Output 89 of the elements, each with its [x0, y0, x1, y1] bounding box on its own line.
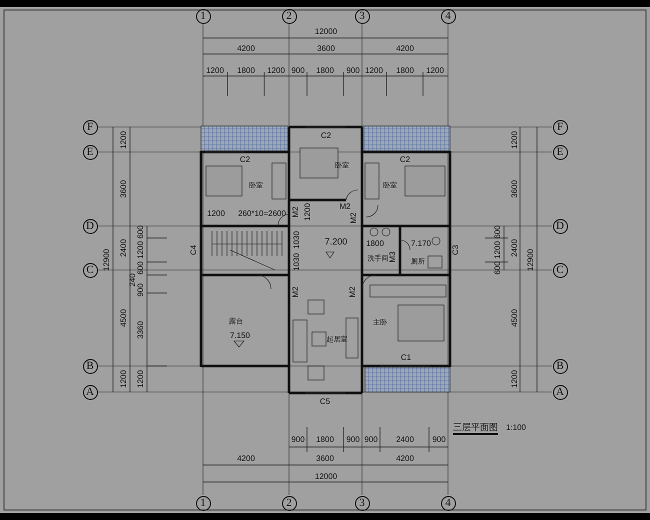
axis-bubble: B	[552, 358, 568, 374]
window-tag: C4	[190, 244, 198, 256]
dimension-text: 600	[137, 261, 145, 275]
scale-text: 1:100	[506, 424, 526, 432]
dimension-text: 3360	[137, 321, 145, 339]
axis-bubble: 2	[282, 496, 296, 510]
axis-bubble: 4	[440, 8, 456, 24]
dimension-text: 12000	[314, 473, 338, 481]
dimension-text: 1200	[267, 67, 285, 75]
dimension-text: 1200	[137, 370, 145, 388]
axis-bubble: C	[82, 262, 98, 278]
dimension-text: 1030	[293, 231, 301, 249]
dimension-text: 2400	[120, 239, 128, 257]
dimension-text: 900	[137, 283, 145, 297]
dimension-text: 1200	[206, 67, 224, 75]
axis-bubble: A	[82, 384, 98, 400]
axis-bubble: 1	[196, 496, 210, 510]
dimension-text: 2400	[396, 436, 414, 444]
floor-level: 7.150	[230, 332, 250, 340]
dimension-text: 3600	[317, 45, 335, 53]
dimension-text: 1030	[293, 253, 301, 271]
axis-bubble: D	[552, 218, 568, 234]
dimension-text: 900	[346, 436, 360, 444]
dimension-text: 1200	[120, 370, 128, 388]
dimension-text: 1200	[494, 241, 502, 259]
window-tag: C2	[240, 156, 250, 164]
dimension-text: 1800	[316, 436, 334, 444]
dimension-text: 600	[494, 225, 502, 239]
dimension-text: 1800	[237, 67, 255, 75]
axis-bubble: F	[552, 120, 568, 134]
dimension-text: 900	[291, 436, 305, 444]
dimension-text: 1200	[137, 241, 145, 259]
dimension-text: 900	[291, 67, 305, 75]
dimension-text: 4200	[396, 45, 414, 53]
dimension-text: 600	[494, 261, 502, 275]
dimension-text: 1200	[511, 370, 519, 388]
dimension-text: 1200	[304, 203, 312, 221]
floor-level: 7.200	[324, 238, 348, 246]
axis-bubble: F	[82, 120, 98, 134]
axis-bubble: 3	[354, 496, 370, 510]
dimension-text: 4200	[396, 455, 414, 463]
dimension-text: 240	[129, 273, 137, 287]
dimension-text: 12000	[314, 28, 338, 36]
window-tag: C5	[320, 398, 330, 406]
dimension-text: 600	[137, 225, 145, 239]
dimension-text: 1200	[365, 67, 383, 75]
dimension-text: 3600	[316, 455, 334, 463]
dimension-text: 3600	[120, 180, 128, 198]
axis-bubble: D	[82, 218, 98, 234]
plan-title: 三层平面图	[453, 423, 498, 435]
dimension-text: 900	[346, 67, 360, 75]
dimension-text: 1800	[366, 240, 384, 248]
floor-level: 7.170	[410, 240, 432, 248]
door-tag: M2	[349, 286, 357, 298]
dimension-text: 1200	[511, 131, 519, 149]
axis-bubble: E	[82, 144, 98, 160]
dimension-text: 900	[364, 436, 378, 444]
window-tag: C3	[452, 244, 460, 256]
dimension-text: 3600	[511, 180, 519, 198]
dimension-text: 1200	[207, 210, 225, 218]
dimension-text: 4200	[237, 45, 255, 53]
dimension-text: 12900	[103, 248, 111, 272]
dimension-text: 12900	[527, 248, 535, 272]
door-tag: M2	[350, 212, 358, 224]
dimension-text: 4500	[511, 309, 519, 327]
window-tag: C1	[400, 354, 412, 362]
dimension-text: 1200	[120, 131, 128, 149]
axis-bubble: A	[552, 384, 568, 400]
door-tag: M2	[292, 206, 300, 218]
dimension-text: 4200	[237, 455, 255, 463]
axis-bubble: 1	[196, 8, 210, 24]
window-tag: C2	[400, 156, 410, 164]
axis-bubble: B	[82, 358, 98, 374]
dimension-text: 4500	[120, 309, 128, 327]
axis-bubble: C	[552, 262, 568, 278]
window-tag: C2	[320, 132, 332, 140]
dimension-text: 900	[432, 436, 446, 444]
door-tag: M2	[339, 203, 351, 211]
axis-bubble: 4	[440, 496, 456, 510]
axis-bubble: E	[552, 144, 568, 160]
axis-bubble: 2	[282, 8, 296, 24]
dimension-text: 1200	[426, 67, 444, 75]
dimension-text: 2400	[511, 239, 519, 257]
dimension-text: 260*10=2600	[238, 210, 286, 218]
dimension-text: 1800	[396, 67, 414, 75]
door-tag: M2	[292, 286, 300, 298]
door-tag: M3	[389, 251, 397, 263]
axis-bubble: 3	[354, 8, 370, 24]
dimension-text: 1800	[316, 67, 334, 75]
